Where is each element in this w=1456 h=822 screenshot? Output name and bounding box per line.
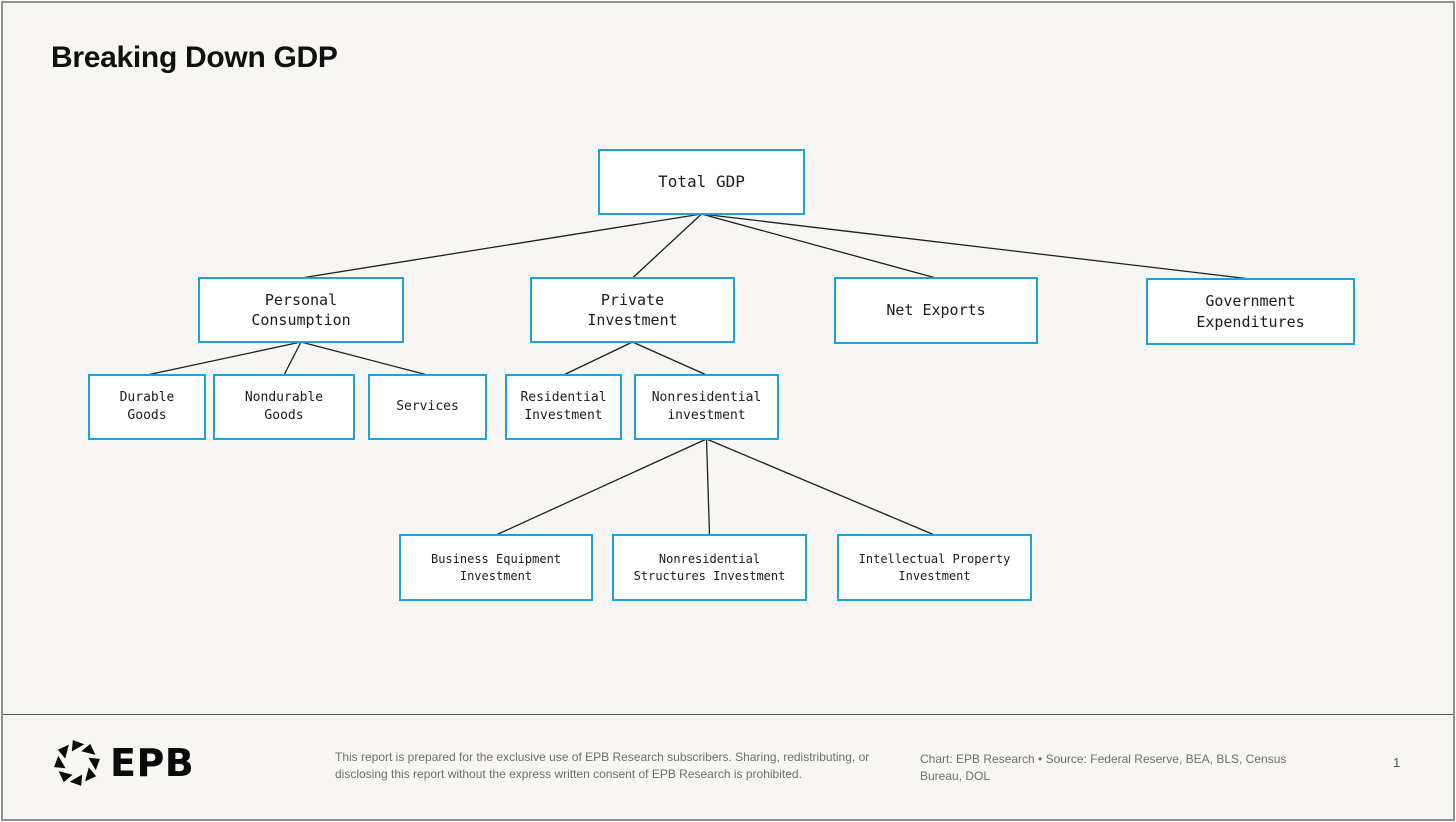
node-nonresidential-investment-label: Nonresidential investment (651, 390, 762, 423)
node-nonresidential-investment: Nonresidential investment (634, 374, 779, 440)
page-title: Breaking Down GDP (51, 41, 338, 74)
node-durable-goods-label: Durable Goods (119, 390, 175, 423)
chart-source-text: Chart: EPB Research • Source: Federal Re… (920, 752, 1287, 783)
page-number: 1 (1393, 755, 1401, 770)
epb-starburst-icon (54, 740, 100, 786)
disclaimer-text: This report is prepared for the exclusiv… (335, 750, 870, 781)
node-net-exports-label: Net Exports (886, 301, 986, 320)
node-government-expenditures-label: Government Expenditures (1196, 292, 1305, 331)
node-personal-consumption-label: Personal Consumption (251, 290, 351, 329)
node-services: Services (368, 374, 487, 440)
node-business-equipment-label: Business Equipment Investment (430, 552, 562, 583)
node-services-label: Services (396, 399, 459, 415)
node-total-gdp: Total GDP (598, 149, 805, 215)
node-business-equipment-investment: Business Equipment Investment (399, 534, 593, 601)
node-nondurable-goods: Nondurable Goods (213, 374, 355, 440)
node-intellectual-property-label: Intellectual Property Investment (858, 552, 1011, 583)
node-private-investment: Private Investment (530, 277, 735, 343)
node-durable-goods: Durable Goods (88, 374, 206, 440)
footer-divider (3, 714, 1453, 715)
node-intellectual-property-investment: Intellectual Property Investment (837, 534, 1032, 601)
node-residential-investment-label: Residential Investment (520, 390, 607, 423)
epb-brand: EPB (52, 738, 194, 788)
node-government-expenditures: Government Expenditures (1146, 278, 1355, 345)
epb-wordmark: EPB (110, 741, 195, 785)
node-private-investment-label: Private Investment (587, 290, 678, 329)
node-total-gdp-label: Total GDP (658, 172, 745, 192)
node-net-exports: Net Exports (834, 277, 1038, 344)
node-personal-consumption: Personal Consumption (198, 277, 404, 343)
node-nonresidential-structures-investment: Nonresidential Structures Investment (612, 534, 807, 601)
node-residential-investment: Residential Investment (505, 374, 622, 440)
gdp-breakdown-diagram: Total GDP Personal Consumption Private I… (3, 3, 1453, 819)
node-nondurable-goods-label: Nondurable Goods (244, 390, 324, 423)
node-nonresidential-structures-label: Nonresidential Structures Investment (633, 552, 786, 583)
